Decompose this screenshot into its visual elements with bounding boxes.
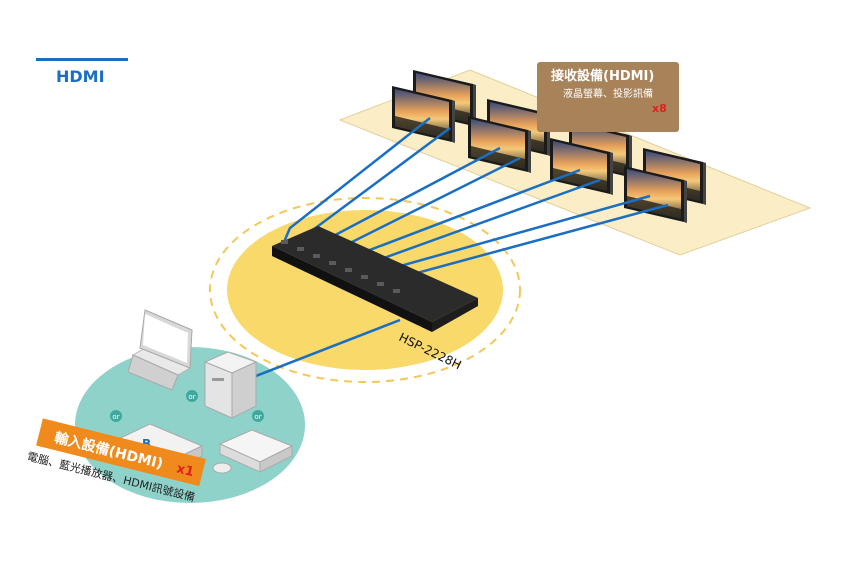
receiver-subtitle: 液晶螢幕、投影訊備	[563, 87, 653, 100]
receiver-title: 接收設備(HDMI)	[551, 68, 654, 84]
svg-text:or: or	[112, 413, 119, 421]
or-badge: or	[186, 390, 198, 402]
switch-halo	[209, 197, 521, 383]
hdmi-port	[377, 282, 384, 286]
or-badge: or	[110, 410, 122, 422]
input-label-box	[36, 418, 206, 487]
receiver-count: x8	[652, 102, 667, 115]
hdmi-port	[393, 289, 400, 293]
hdmi-port	[361, 275, 368, 279]
game-console-icon	[212, 429, 294, 474]
desktop-tower-icon	[203, 351, 258, 419]
receiver-label-box	[537, 62, 679, 132]
svg-text:or: or	[254, 413, 261, 421]
svg-text:or: or	[188, 393, 195, 401]
header-title: HDMI	[56, 67, 105, 86]
hdmi-port	[345, 268, 352, 272]
hdmi-port	[297, 247, 304, 251]
header-rule	[36, 58, 128, 61]
laptop-icon	[127, 309, 193, 391]
hdmi-port	[313, 254, 320, 258]
hdmi-port	[329, 261, 336, 265]
or-badge: or	[252, 410, 264, 422]
hdmi-port	[281, 240, 288, 244]
hdmi-cable	[282, 117, 431, 243]
splitter-device	[272, 226, 478, 332]
input-count: x1	[175, 461, 196, 480]
gamepad-icon	[212, 462, 232, 474]
bluray-logo-icon: B	[142, 437, 151, 451]
